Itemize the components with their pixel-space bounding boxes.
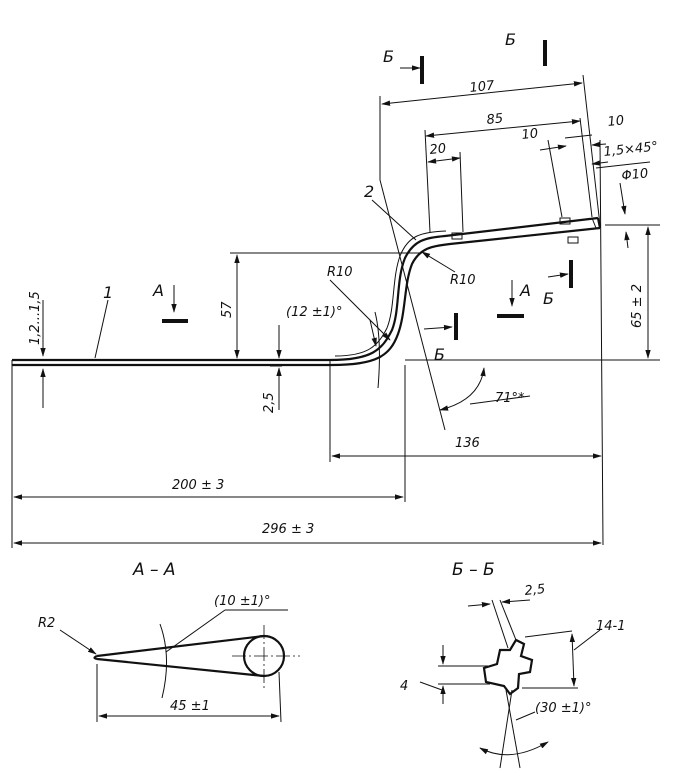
bb-dim-14: 14-1	[596, 619, 626, 634]
dim-phi10: Φ10	[621, 166, 649, 184]
dimension-lines	[13, 81, 651, 546]
section-mark-a-right: А	[519, 281, 531, 300]
bb-dim-2-5: 2,5	[524, 582, 546, 599]
dim-57: 57	[220, 301, 235, 318]
dim-10-mid: 10	[521, 126, 539, 143]
dim-296: 296 ± 3	[262, 522, 314, 537]
dim-136: 136	[455, 436, 480, 451]
extension-lines	[11, 74, 660, 548]
section-title-bb: Б – Б	[452, 560, 495, 580]
section-mark-b-top-right: Б	[505, 30, 516, 49]
dim-200: 200 ± 3	[172, 478, 224, 493]
section-aa: R2 (10 ±1)° 45 ±1	[38, 594, 300, 723]
section-mark-a-left: А	[152, 281, 164, 300]
dim-85: 85	[486, 111, 504, 128]
dim-r10-left: R10	[327, 265, 353, 280]
section-bb: 2,5 14-1 4 (30 ±1)°	[400, 582, 626, 769]
aa-angle10: (10 ±1)°	[214, 594, 270, 609]
section-mark-b-center: Б	[434, 345, 445, 364]
dim-107: 107	[469, 78, 496, 96]
dim-2-5: 2,5	[262, 392, 277, 413]
bb-angle30: (30 ±1)°	[535, 701, 591, 716]
main-view-labels: 107 85 20 10 10 1,5×45° Φ10 R10 R10 57 (…	[28, 30, 659, 537]
dim-thickness: 1,2...1,5	[28, 291, 43, 345]
dim-chamfer: 1,5×45°	[603, 139, 659, 160]
dim-r10-right: R10	[450, 273, 476, 288]
dim-10-top: 10	[607, 113, 625, 130]
dim-angle12: (12 ±1)°	[286, 305, 342, 320]
section-mark-b-right: Б	[543, 289, 554, 308]
section-title-aa: А – А	[132, 560, 176, 580]
section-marks	[162, 40, 573, 340]
part-number-1: 1	[103, 283, 113, 302]
bb-dim-4: 4	[400, 679, 408, 694]
aa-r2: R2	[38, 616, 55, 631]
aa-dim-45: 45 ±1	[170, 699, 210, 714]
part-outline	[11, 216, 602, 367]
section-mark-b-top-left: Б	[383, 47, 394, 66]
dim-20: 20	[429, 141, 447, 158]
part-number-2: 2	[364, 182, 374, 201]
dim-angle71: 71°*	[495, 391, 525, 406]
dim-65: 65 ± 2	[630, 284, 645, 328]
